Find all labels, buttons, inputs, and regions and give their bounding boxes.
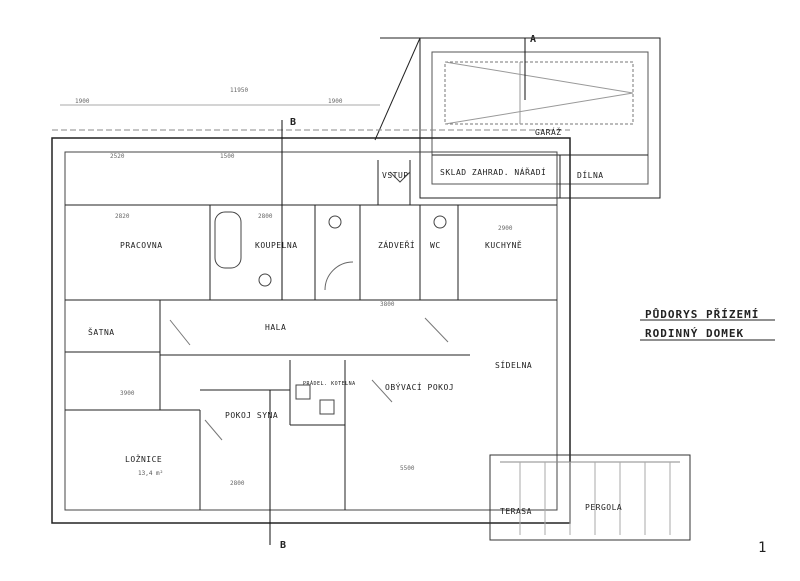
room-label-vstup: VSTUP	[382, 171, 409, 180]
boiler-icon	[295, 384, 311, 400]
toilet-icon	[328, 215, 342, 229]
garage-inner-wall	[431, 51, 649, 185]
room-label-pracovna: PRACOVNA	[120, 241, 163, 250]
dim-top-total: 11950	[230, 87, 248, 94]
entry-arrow-icon	[389, 171, 411, 183]
dim-top-a: 1900	[75, 98, 90, 105]
room-label-sklad: SKLAD ZAHRAD. NÁŘADÍ	[440, 166, 546, 177]
room-label-terasa: TERASA	[500, 507, 532, 516]
area-loznice: 13,4 m²	[138, 470, 163, 477]
garage-outline	[419, 37, 661, 199]
room-label-koupelna: KOUPELNA	[255, 241, 298, 250]
plan-title-line-1: PŮDORYS PŘÍZEMÍ	[645, 308, 759, 321]
door-swing-1	[169, 319, 191, 346]
dim-bot-a: 3900	[120, 390, 135, 397]
room-label-dilna: DÍLNA	[577, 169, 604, 180]
car-outline	[444, 61, 634, 125]
room-label-pergola: PERGOLA	[585, 503, 622, 512]
section-mark-b-top: B	[290, 117, 296, 128]
room-label-obyvaci: OBÝVACÍ POKOJ	[385, 381, 454, 392]
car-diagonal-1	[444, 61, 634, 94]
room-label-prac-kotelna: PRÁDEL. KOTELNA	[303, 380, 356, 387]
pergola-beams	[519, 462, 671, 535]
room-label-sidelna: SÍDELNA	[495, 359, 532, 370]
room-label-hala: HALA	[265, 323, 286, 332]
door-swing-3	[424, 317, 449, 343]
page-number: 1	[758, 540, 766, 556]
terrace-outline	[489, 454, 691, 541]
room-label-satna: ŠATNA	[88, 326, 115, 337]
plan-title-line-2: RODINNÝ DOMEK	[645, 327, 744, 340]
dim-mid-d: 2900	[498, 225, 513, 232]
sink-icon	[258, 273, 272, 287]
dim-top-b: 2520	[110, 153, 125, 160]
toilet-2-icon	[433, 215, 447, 229]
house-outer-wall	[51, 137, 571, 524]
door-swing-4	[371, 379, 393, 403]
house-inner-wall	[64, 151, 558, 511]
section-mark-b-bottom: B	[280, 540, 286, 551]
room-label-garaz: GARÁŽ	[535, 126, 562, 137]
washer-icon	[319, 399, 335, 415]
room-label-pokoj-syna: POKOJ SYNA	[225, 411, 278, 420]
dim-mid-a: 2820	[115, 213, 130, 220]
room-label-kuchyne: KUCHYNĚ	[485, 239, 522, 250]
room-label-loznice: LOŽNICE	[125, 453, 162, 464]
door-swing-2	[204, 419, 223, 441]
car-diagonal-2	[444, 92, 634, 125]
dim-bot-b: 2800	[230, 480, 245, 487]
dim-mid-c: 3800	[380, 301, 395, 308]
dim-top-d: 1900	[328, 98, 343, 105]
shower-door-arc	[324, 261, 354, 291]
room-label-wc: WC	[430, 241, 441, 250]
section-mark-a: A	[530, 34, 536, 45]
dim-bot-c: 5500	[400, 465, 415, 472]
slope-line	[374, 37, 421, 141]
dim-top-c: 1500	[220, 153, 235, 160]
dim-mid-b: 2800	[258, 213, 273, 220]
room-label-zadveri: ZÁDVEŘÍ	[378, 239, 415, 250]
bathtub-icon	[214, 211, 242, 269]
